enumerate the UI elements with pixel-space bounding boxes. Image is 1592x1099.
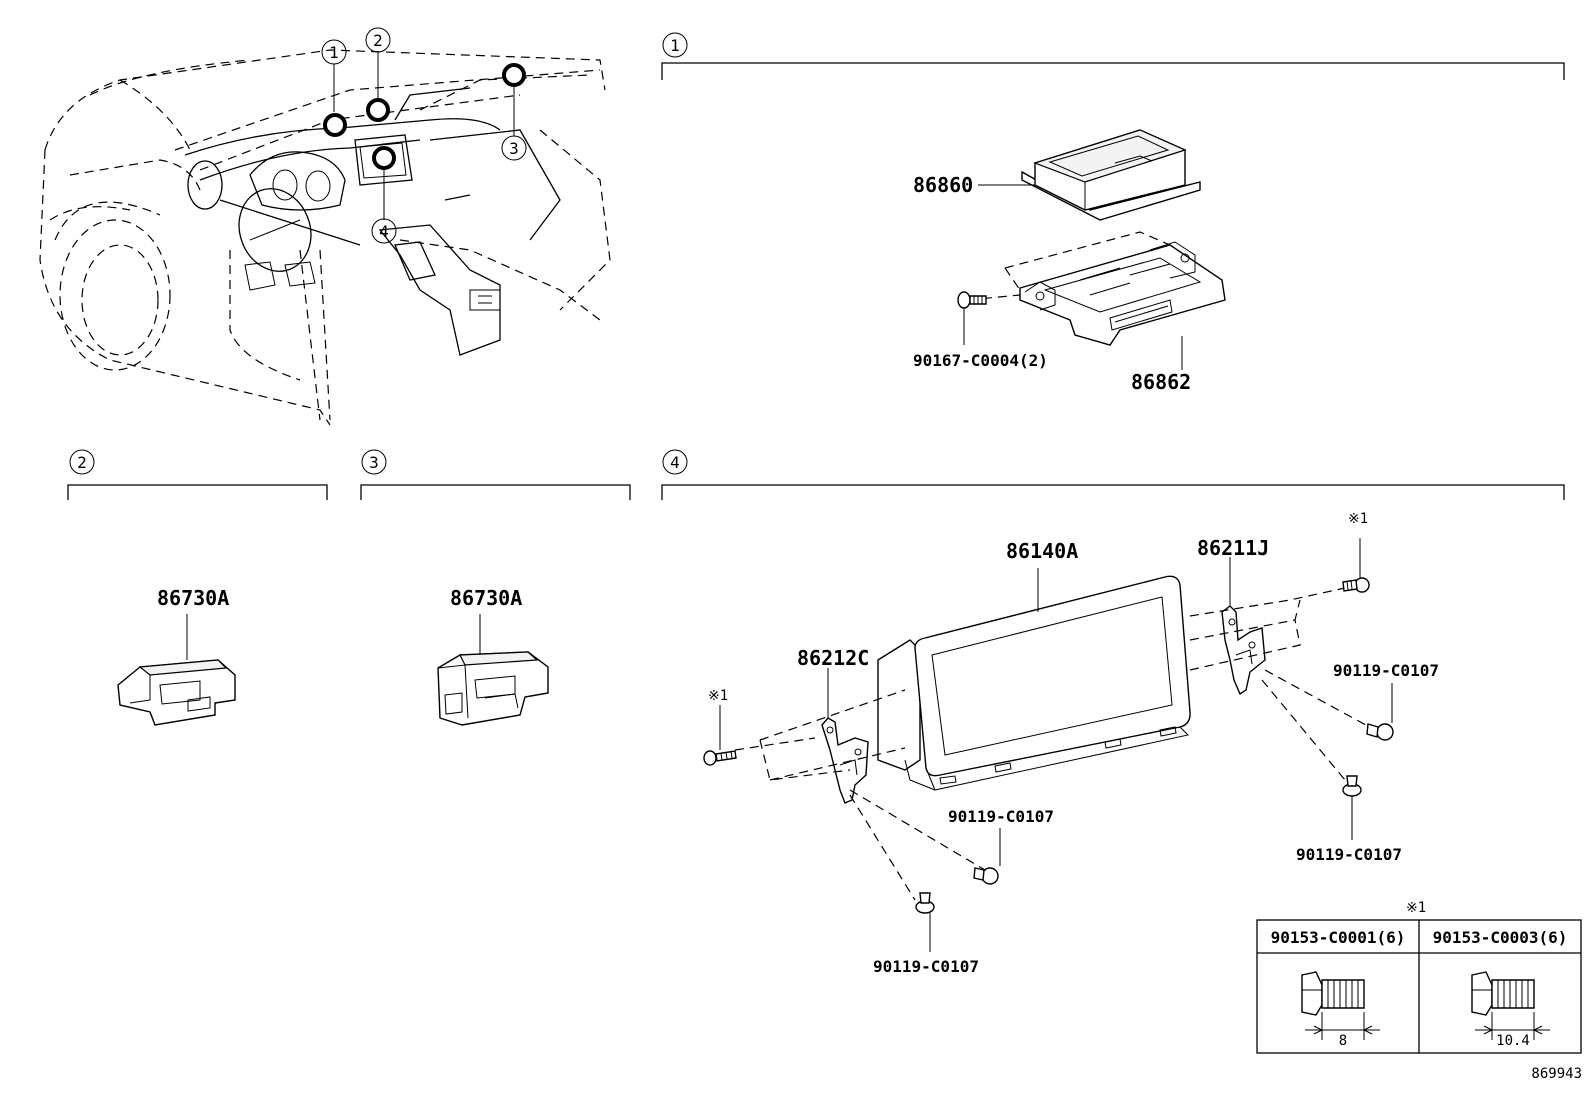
svg-text:4: 4 — [379, 222, 389, 241]
label-86212c: 86212C — [797, 646, 869, 670]
note-mark-right: ※1 — [1348, 511, 1368, 527]
svg-text:2: 2 — [373, 31, 383, 50]
table-col-1-dimension: 8 — [1339, 1033, 1347, 1049]
table-col-2-dimension: 10.4 — [1496, 1033, 1530, 1049]
part-86730a-section-2 — [117, 659, 236, 726]
svg-text:3: 3 — [509, 139, 519, 158]
note-bolt-left — [703, 750, 737, 766]
vehicle-overview — [39, 49, 611, 426]
label-86730a-section-3: 86730A — [450, 586, 522, 610]
label-90119-a: 90119-C0107 — [948, 807, 1054, 826]
section-3: 3 86730A — [360, 449, 631, 726]
note-bolt-right — [1342, 577, 1370, 593]
section-4: 4 86140A 86211J — [661, 449, 1565, 976]
screw-90119-b — [915, 892, 935, 914]
section-2: 2 86730A — [67, 449, 328, 726]
bracket-86862 — [1019, 241, 1226, 346]
note-mark-table: ※1 — [1406, 900, 1426, 916]
bolt-90153-c0001 — [1301, 971, 1380, 1040]
section-2-bracket — [67, 484, 328, 500]
screw-90119-a — [973, 867, 999, 885]
section-3-bracket — [360, 484, 631, 500]
bolt-90153-c0003 — [1471, 971, 1550, 1040]
screw-90119-c — [1366, 723, 1394, 741]
bracket-86212c — [821, 717, 869, 804]
section-3-index: 3 — [369, 453, 379, 472]
label-90119-c: 90119-C0107 — [1333, 661, 1439, 680]
illustration-id: 869943 — [1531, 1066, 1582, 1082]
part-86730a-section-3 — [437, 651, 549, 726]
module-86860 — [1021, 129, 1201, 221]
label-86211j: 86211J — [1197, 536, 1269, 560]
section-4-bracket — [661, 484, 1565, 500]
overview-callout-1: 1 — [321, 39, 347, 137]
table-col-2-part: 90153-C0003(6) — [1433, 928, 1568, 947]
display-86140a — [877, 575, 1191, 791]
label-86860: 86860 — [913, 173, 973, 197]
section-4-index: 4 — [670, 453, 680, 472]
svg-text:1: 1 — [329, 43, 339, 62]
screw-90167 — [957, 291, 987, 309]
label-86730a-section-2: 86730A — [157, 586, 229, 610]
label-90167: 90167-C0004(2) — [913, 351, 1048, 370]
section-1: 1 86860 86862 — [661, 32, 1565, 394]
note-mark-left: ※1 — [708, 688, 728, 704]
overview-callout-3: 3 — [501, 63, 527, 161]
label-90119-b: 90119-C0107 — [873, 957, 979, 976]
screw-90119-d — [1342, 775, 1362, 797]
label-90119-d: 90119-C0107 — [1296, 845, 1402, 864]
table-col-1-part: 90153-C0001(6) — [1271, 928, 1406, 947]
section-1-bracket — [661, 62, 1565, 80]
section-1-index: 1 — [670, 36, 680, 55]
fastener-table: ※1 90153-C0001(6) 90153-C0003(6) 8 — [1256, 900, 1582, 1054]
section-2-index: 2 — [77, 453, 87, 472]
overview-callout-2: 2 — [365, 27, 391, 122]
label-86862: 86862 — [1131, 370, 1191, 394]
overview-callout-4: 4 — [371, 146, 397, 244]
label-86140a: 86140A — [1006, 539, 1078, 563]
bracket-86211j — [1221, 605, 1266, 696]
